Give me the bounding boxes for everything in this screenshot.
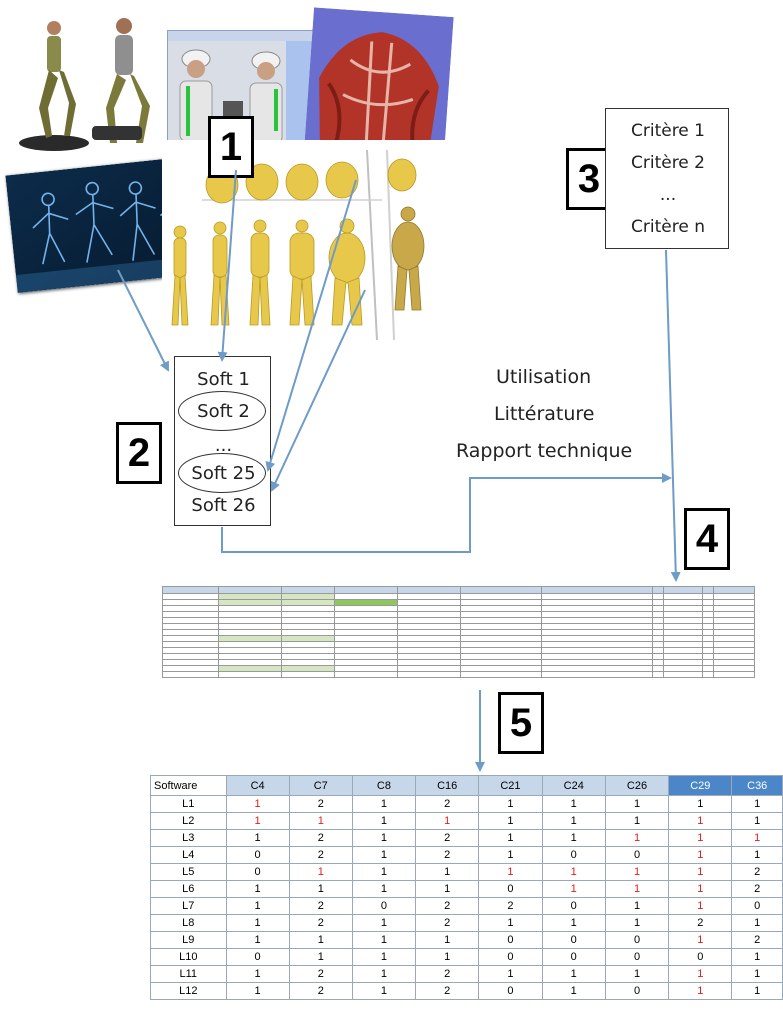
source-technical-report: Rapport technique <box>456 440 633 462</box>
arrow-workers-to-software <box>217 169 237 362</box>
software-item-1: Soft 1 <box>197 369 250 390</box>
table-header-software: Software <box>150 775 227 796</box>
step-2-badge: 2 <box>116 422 162 484</box>
row-label: L4 <box>150 846 227 864</box>
table-header-c16: C16 <box>415 775 480 796</box>
row-label: L12 <box>150 982 227 1000</box>
score-cell: 2 <box>288 982 353 1000</box>
table-header-c29: C29 <box>668 775 733 796</box>
table-header-c8: C8 <box>351 775 417 796</box>
arrow-bodyshapes-to-software <box>270 289 366 492</box>
source-literature: Littérature <box>494 403 595 425</box>
criterion-n: Critère n <box>631 217 705 237</box>
step-4-badge: 4 <box>684 508 730 570</box>
table-header-c36: C36 <box>731 775 783 796</box>
criteria-box: Critère 1 Critère 2 ... Critère n <box>605 108 729 249</box>
body-shapes-grid-image <box>162 140 447 340</box>
score-cell: 1 <box>351 982 417 1000</box>
arrow-software-to-sheet <box>221 473 672 553</box>
arrow-muscle-to-software <box>265 179 357 472</box>
software-25-highlight-ellipse <box>178 453 266 493</box>
score-cell: 1 <box>668 982 733 1000</box>
overview-spreadsheet <box>162 586 755 678</box>
source-usage: Utilisation <box>496 366 592 388</box>
step-5-badge: 5 <box>498 692 544 754</box>
score-cell: 1 <box>731 982 783 1000</box>
step-1-badge: 1 <box>208 116 254 178</box>
criterion-ellipsis: ... <box>659 185 677 205</box>
table-header-c7: C7 <box>288 775 353 796</box>
software-2-highlight-ellipse <box>178 391 266 431</box>
criterion-1: Critère 1 <box>630 121 705 141</box>
table-header-c21: C21 <box>478 775 543 796</box>
table-header-c24: C24 <box>541 775 606 796</box>
criterion-2: Critère 2 <box>630 153 705 173</box>
table-header-c4: C4 <box>225 775 290 796</box>
arrow-wireframe-to-software <box>117 269 169 372</box>
software-item-26: Soft 26 <box>191 495 256 516</box>
software-ellipsis: ... <box>214 435 233 456</box>
score-cell: 0 <box>478 982 543 1000</box>
row-label: L7 <box>150 897 227 915</box>
arrow-criteria-to-sheet <box>665 249 681 582</box>
walking-mannequins-image <box>14 8 170 158</box>
software-list-box: Soft 1 Soft 2 ... Soft 25 Soft 26 <box>174 356 271 526</box>
